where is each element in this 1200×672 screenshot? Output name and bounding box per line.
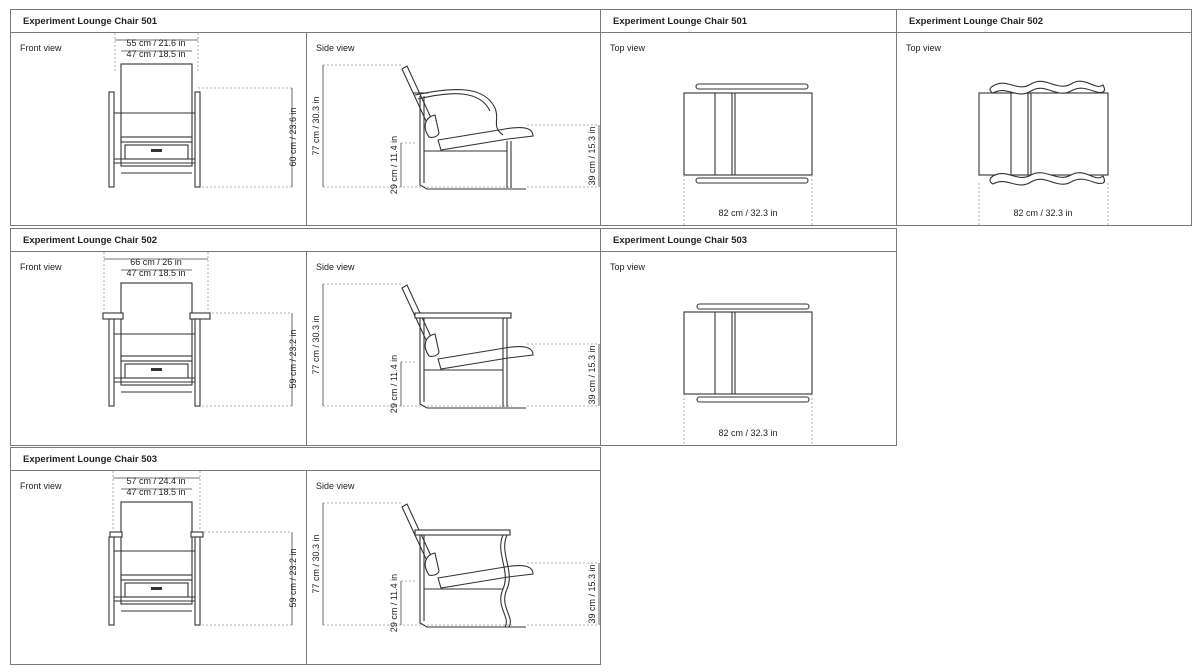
seat-side <box>437 346 534 370</box>
panel-chair-501: Experiment Lounge Chair 501 Front view 5… <box>10 9 601 226</box>
panel-chair-503: Experiment Lounge Chair 503 Front view 5… <box>10 447 601 665</box>
armrest-top <box>695 83 809 90</box>
panel-top-503: Experiment Lounge Chair 503 Top view 82 … <box>600 228 897 446</box>
armrest-top <box>696 303 810 310</box>
armrest-bottom <box>695 177 809 184</box>
width-inner-label: 47 cm / 18.5 in <box>126 49 185 59</box>
panel-top-502: Experiment Lounge Chair 502 Top view 82 … <box>896 9 1192 226</box>
width-inner-label: 47 cm / 18.5 in <box>126 268 185 278</box>
side-view-cell: Side view 77 cm / 30.3 in 29 cm / 11.4 i… <box>306 471 602 664</box>
height-label: 77 cm / 30.3 in <box>311 315 321 374</box>
top-view-drawing: 82 cm / 32.3 in <box>683 83 813 225</box>
seat-height-label: 29 cm / 11.4 in <box>389 136 399 194</box>
right-frame <box>194 536 201 626</box>
width-inner-label: 47 cm / 18.5 in <box>126 487 185 497</box>
front-view-cell: Front view 57 cm / 24.4 in 47 cm / 18.5 … <box>11 471 306 664</box>
arm-height-label: 59 cm / 23.2 in <box>288 329 298 388</box>
armrest-bottom <box>989 172 1106 186</box>
front-view-cell: Front view 66 cm / 26 in 47 cm / 18.5 in… <box>11 252 306 445</box>
arm-height-label: 59 cm / 23.2 in <box>288 548 298 607</box>
front-view-label: Front view <box>20 481 62 491</box>
height-label: 77 cm / 30.3 in <box>311 534 321 593</box>
top-view-cell: Top view 82 cm / 32.3 in <box>601 33 896 225</box>
top-view-label: Top view <box>610 43 646 53</box>
left-frame <box>108 536 115 626</box>
top-view-label: Top view <box>906 43 942 53</box>
side-view-label: Side view <box>316 481 355 491</box>
width-outer-label: 55 cm / 21.6 in <box>126 38 185 48</box>
left-frame <box>108 91 115 188</box>
front-view-cell: Front view 55 cm / 21.6 in 47 cm / 18.5 … <box>11 33 306 225</box>
side-view-drawing: 77 cm / 30.3 in 29 cm / 11.4 in 39 cm / … <box>311 64 600 194</box>
arm-height-label: 60 cm / 23.6 in <box>288 107 298 166</box>
side-view-label: Side view <box>316 262 355 272</box>
armrest-side <box>414 529 511 536</box>
panel-title: Experiment Lounge Chair 503 <box>601 229 896 252</box>
panel-title: Experiment Lounge Chair 502 <box>11 229 600 252</box>
depth-label: 82 cm / 32.3 in <box>718 428 777 438</box>
front-view-label: Front view <box>20 262 62 272</box>
top-view-drawing: 82 cm / 32.3 in <box>978 80 1109 225</box>
panel-title: Experiment Lounge Chair 502 <box>897 10 1191 33</box>
seat-top <box>683 311 813 395</box>
front-view-drawing: 57 cm / 24.4 in 47 cm / 18.5 in 59 cm / … <box>108 471 298 626</box>
depth-height-label: 39 cm / 15.3 in <box>587 126 597 185</box>
depth-label: 82 cm / 32.3 in <box>1013 208 1072 218</box>
top-view-cell: Top view 82 cm / 32.3 in <box>897 33 1191 225</box>
front-view-label: Front view <box>20 43 62 53</box>
panel-title: Experiment Lounge Chair 501 <box>11 10 600 33</box>
top-view-label: Top view <box>610 262 646 272</box>
depth-height-label: 39 cm / 15.3 in <box>587 564 597 623</box>
seat-height-label: 29 cm / 11.4 in <box>389 574 399 632</box>
armrest-top <box>989 80 1106 95</box>
front-view-drawing: 55 cm / 21.6 in 47 cm / 18.5 in 60 cm / … <box>108 33 298 188</box>
seat-side <box>437 127 534 151</box>
seat-top <box>683 92 813 176</box>
side-view-label: Side view <box>316 43 355 53</box>
side-view-cell: Side view 77 cm / 30.3 in 29 cm / 11.4 i… <box>306 252 602 445</box>
width-outer-label: 66 cm / 26 in <box>130 257 182 267</box>
side-view-drawing: 77 cm / 30.3 in 29 cm / 11.4 in 39 cm / … <box>311 283 600 413</box>
top-view-cell: Top view 82 cm / 32.3 in <box>601 252 896 445</box>
front-view-drawing: 66 cm / 26 in 47 cm / 18.5 in 59 cm / 23… <box>102 252 298 407</box>
armrest-side <box>414 312 512 319</box>
seat-height-label: 29 cm / 11.4 in <box>389 355 399 413</box>
panel-top-501: Experiment Lounge Chair 501 Top view 82 … <box>600 9 897 226</box>
armrest-bottom <box>696 396 810 403</box>
side-view-cell: Side view 77 cm / 30.3 in 29 cm / 11.4 i… <box>306 33 602 225</box>
right-frame <box>194 318 201 407</box>
side-view-drawing: 77 cm / 30.3 in 29 cm / 11.4 in 39 cm / … <box>311 502 600 632</box>
panel-chair-502: Experiment Lounge Chair 502 Front view 6… <box>10 228 601 446</box>
panel-title: Experiment Lounge Chair 503 <box>11 448 600 471</box>
left-frame <box>108 318 115 407</box>
seat-side <box>437 565 534 589</box>
height-label: 77 cm / 30.3 in <box>311 96 321 155</box>
depth-label: 82 cm / 32.3 in <box>718 208 777 218</box>
seat-top <box>978 92 1109 176</box>
width-outer-label: 57 cm / 24.4 in <box>126 476 185 486</box>
depth-height-label: 39 cm / 15.3 in <box>587 345 597 404</box>
right-frame <box>194 91 201 188</box>
panel-title: Experiment Lounge Chair 501 <box>601 10 896 33</box>
top-view-drawing: 82 cm / 32.3 in <box>683 303 813 445</box>
